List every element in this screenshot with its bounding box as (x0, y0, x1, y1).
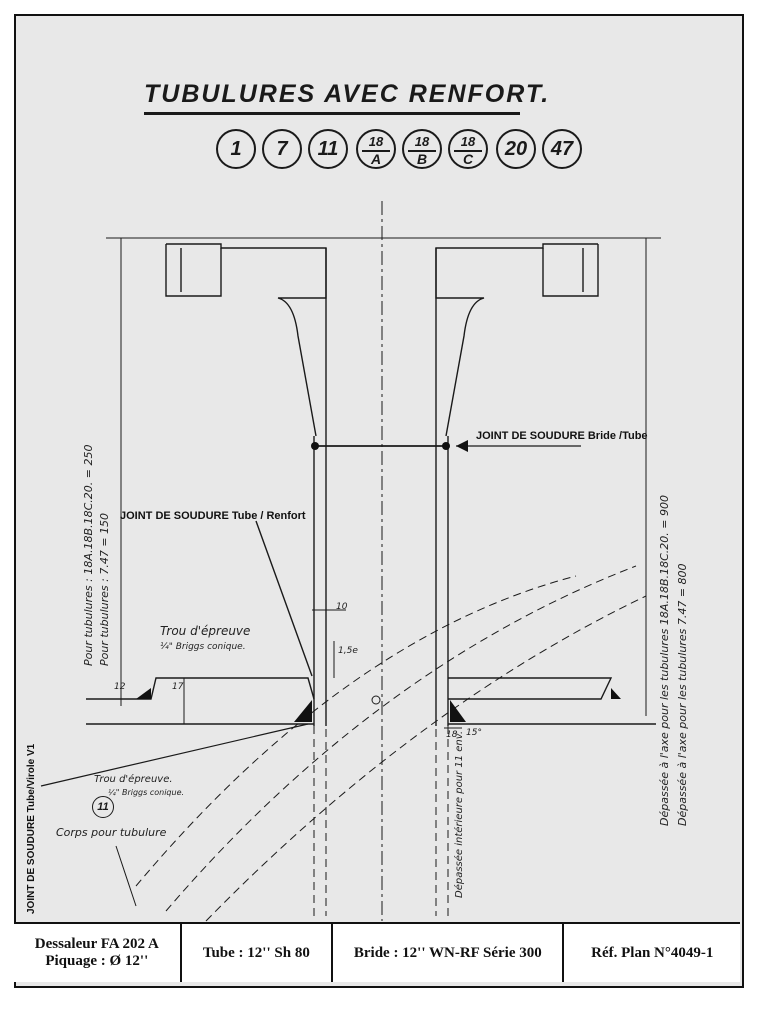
label-left-dim-2: Pour tubulures : 7.47 = 150 (98, 512, 111, 666)
footer-bride: Bride : 12'' WN-RF Série 300 (353, 944, 542, 961)
label-trou-epreuve-1: Trou d'épreuve (160, 624, 251, 638)
reinforcement-right (448, 677, 613, 700)
weld-dot-left (311, 442, 319, 450)
reinforcement-left (86, 677, 315, 700)
label-left-dim-1: Pour tubulures : 18A.18B.18C.20. = 250 (82, 444, 95, 666)
footer-ref: Réf. Plan N°4049-1 (591, 944, 714, 961)
weld-fillet-left (294, 700, 312, 722)
label-briggs-2: ¼" Briggs conique. (108, 788, 185, 797)
ref-circle-1: 1 (216, 129, 256, 169)
label-dim-18: 18 (446, 730, 458, 740)
label-briggs-1: ¼" Briggs conique. (160, 642, 246, 652)
ref-circle-20: 20 (496, 129, 536, 169)
label-dim-12: 12 (114, 682, 126, 692)
title-block: Dessaleur FA 202 A Piquage : Ø 12'' Tube… (14, 922, 740, 982)
footer-cell-equipment: Dessaleur FA 202 A Piquage : Ø 12'' (14, 924, 182, 982)
shell-curve-3 (205, 595, 647, 922)
label-right-dim-1: Dépassée à l'axe pour les tubulures 18A.… (658, 495, 671, 826)
label-inner-note: Dépassée intérieure pour 11 env. (454, 730, 465, 898)
footer-cell-bride: Bride : 12'' WN-RF Série 300 (333, 924, 565, 982)
footer-equipment: Dessaleur FA 202 A (34, 936, 159, 952)
ref-circle-7: 7 (262, 129, 302, 169)
title-underline (144, 112, 520, 115)
label-dim-angle: 15° (466, 728, 482, 738)
technical-drawing (40, 201, 661, 922)
label-trou-epreuve-2: Trou d'épreuve. (94, 774, 173, 785)
label-circle-11: 11 (92, 796, 114, 818)
drawing-title: TUBULURES AVEC RENFORT. (144, 80, 551, 108)
label-dim-17: 17 (172, 682, 184, 692)
shell-curve-2 (165, 565, 637, 912)
label-joint-tube-virole: JOINT DE SOUDURE Tube/Virole V1 (26, 743, 37, 914)
footer-cell-tube: Tube : 12'' Sh 80 (181, 924, 334, 982)
ref-circle-11: 11 (308, 129, 348, 169)
weld-fillet-right (450, 700, 466, 722)
footer-tube: Tube : 12'' Sh 80 (202, 944, 310, 961)
shell-curve-1 (135, 575, 577, 887)
weld-dot-right (442, 442, 450, 450)
footer-cell-ref: Réf. Plan N°4049-1 (564, 924, 740, 982)
ref-circle-47: 47 (542, 129, 582, 169)
label-dim-10: 10 (336, 602, 348, 612)
label-right-dim-2: Dépassée à l'axe pour les tubulures 7.47… (676, 563, 689, 826)
label-corps: Corps pour tubulure (56, 826, 167, 839)
label-dim-15: 1,5e (338, 646, 358, 656)
flange-right (435, 243, 598, 437)
footer-piquage: Piquage : Ø 12'' (45, 953, 149, 969)
label-joint-tube-renfort: JOINT DE SOUDURE Tube / Renfort (120, 510, 306, 522)
label-joint-bride-tube: JOINT DE SOUDURE Bride /Tube (476, 430, 648, 442)
flange-left (166, 243, 327, 437)
